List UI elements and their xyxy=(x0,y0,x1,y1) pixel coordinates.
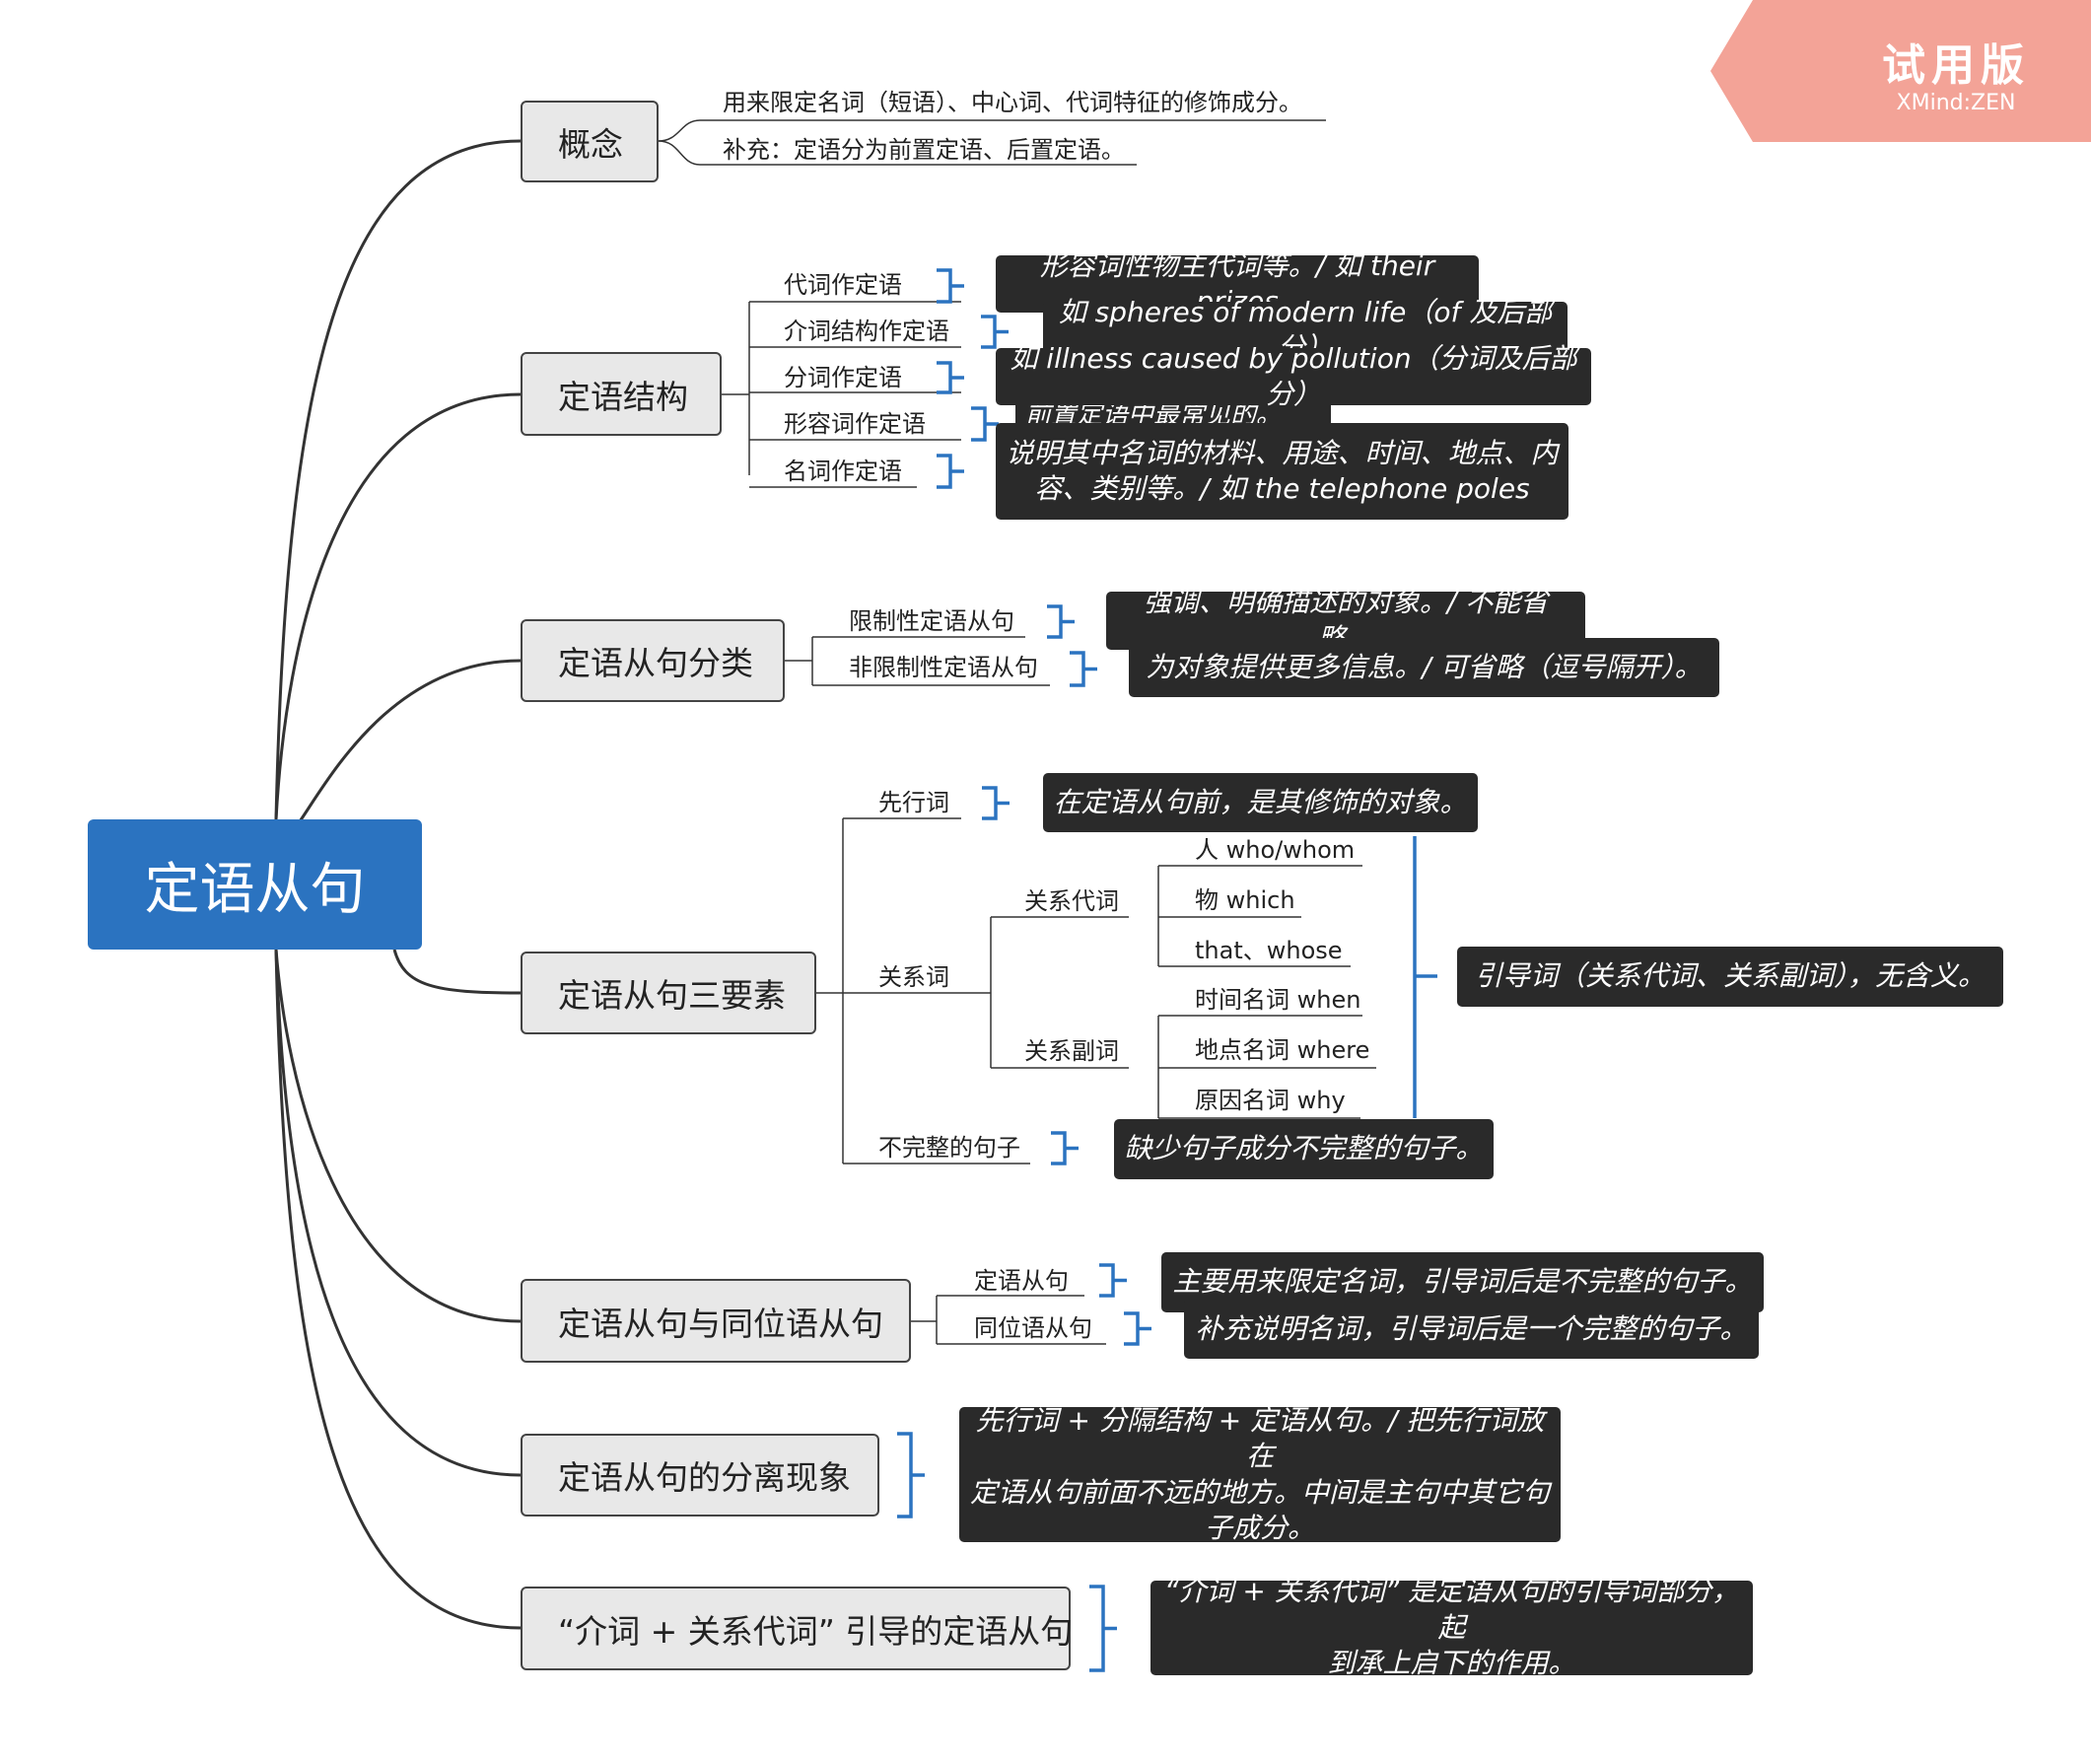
pronoun-which: 物 which xyxy=(1195,886,1295,914)
topic-three-elements[interactable]: 定语从句三要素 xyxy=(521,952,816,1034)
topic-vs-appositive[interactable]: 定语从句与同位语从句 xyxy=(521,1279,911,1363)
compare-attributive[interactable]: 定语从句 xyxy=(974,1267,1069,1295)
brace-incomplete xyxy=(1051,1131,1079,1165)
note-prep-relative-line-2: 到承上启下的作用。 xyxy=(1327,1647,1576,1680)
summary-relative-word: 引导词（关系代词、关系副词），无含义。 xyxy=(1457,947,2003,1007)
relative-pronoun[interactable]: 关系代词 xyxy=(1024,887,1119,915)
adverb-where: 地点名词 where xyxy=(1195,1036,1370,1064)
note-nonrestrictive-line: 为对象提供更多信息。/ 可省略（逗号隔开）。 xyxy=(1146,650,1703,683)
note-separation-line-1: 先行词 + 分隔结构 + 定语从句。/ 把先行词放在 xyxy=(975,1403,1545,1473)
note-prep-relative: “介词 + 关系代词” 是定语从句的引导词部分，起 到承上启下的作用。 xyxy=(1150,1575,1753,1679)
note-separation-line-3: 子成分。 xyxy=(1204,1511,1315,1544)
note-nonrestrictive: 为对象提供更多信息。/ 可省略（逗号隔开）。 xyxy=(1129,638,1719,697)
note-separation-line-2: 定语从句前面不远的地方。中间是主句中其它句 xyxy=(969,1475,1550,1509)
note-participle-line: 如 illness caused by pollution（分词及后部分） xyxy=(1010,341,1577,410)
root-topic[interactable]: 定语从句 xyxy=(88,819,422,950)
concept-supplement: 补充：定语分为前置定语、后置定语。 xyxy=(723,136,1125,164)
brace-separation xyxy=(897,1432,925,1518)
concept-line-1 xyxy=(658,119,1326,142)
relative-adverb[interactable]: 关系副词 xyxy=(1024,1037,1119,1065)
watermark-subtitle: XMind:ZEN xyxy=(1896,91,2016,115)
pronoun-that-whose: that、whose xyxy=(1195,937,1343,964)
branch-line-elements xyxy=(392,949,522,995)
brace-pronoun xyxy=(937,268,964,304)
branch-line-structure xyxy=(274,392,522,820)
brace-compare-attributive xyxy=(1099,1263,1127,1298)
pronoun-who-whom: 人 who/whom xyxy=(1195,836,1356,864)
adverb-why: 原因名词 why xyxy=(1195,1087,1346,1114)
concept-line-2 xyxy=(658,140,1137,166)
branch-line-separation xyxy=(274,949,522,1477)
element-antecedent[interactable]: 先行词 xyxy=(878,789,949,816)
summary-brace-relative xyxy=(1413,836,1437,1118)
note-incomplete-sentence: 缺少句子成分不完整的句子。 xyxy=(1114,1119,1494,1179)
brace-compare-appositive xyxy=(1124,1311,1151,1346)
note-noun-line-1: 说明其中名词的材料、用途、时间、地点、内 xyxy=(1006,436,1559,469)
note-compare-attributive-line: 主要用来限定名词，引导词后是不完整的句子。 xyxy=(1172,1265,1753,1299)
brace-restrictive xyxy=(1047,604,1075,639)
structure-noun[interactable]: 名词作定语 xyxy=(784,458,902,485)
brace-noun xyxy=(937,454,964,489)
note-antecedent: 在定语从句前，是其修饰的对象。 xyxy=(1043,773,1478,832)
concept-definition: 用来限定名词（短语）、中心词、代词特征的修饰成分。 xyxy=(723,89,1302,116)
note-noun-line-2: 容、类别等。/ 如 the telephone poles xyxy=(1034,472,1530,505)
adverb-when: 时间名词 when xyxy=(1195,986,1361,1014)
watermark-title: 试用版 xyxy=(1882,40,2030,91)
branch-line-types xyxy=(274,659,522,840)
note-participle: 如 illness caused by pollution（分词及后部分） xyxy=(996,342,1591,410)
structure-pronoun[interactable]: 代词作定语 xyxy=(784,271,902,299)
element-relative-word[interactable]: 关系词 xyxy=(878,963,949,991)
note-noun: 说明其中名词的材料、用途、时间、地点、内 容、类别等。/ 如 the telep… xyxy=(996,423,1568,520)
watermark-banner xyxy=(1710,0,2091,142)
type-nonrestrictive[interactable]: 非限制性定语从句 xyxy=(849,654,1038,681)
topic-concept[interactable]: 概念 xyxy=(521,101,659,182)
note-compare-appositive-line: 补充说明名词，引导词后是一个完整的句子。 xyxy=(1195,1311,1748,1345)
note-antecedent-line: 在定语从句前，是其修饰的对象。 xyxy=(1053,785,1468,818)
topic-prep-relative[interactable]: “介词 + 关系代词” 引导的定语从句 xyxy=(521,1587,1073,1670)
note-prep-relative-line-1: “介词 + 关系代词” 是定语从句的引导词部分，起 xyxy=(1163,1575,1740,1644)
note-prepositional-line: 如 spheres of modern life（of 及后部分） xyxy=(1058,295,1553,364)
structure-prepositional[interactable]: 介词结构作定语 xyxy=(784,318,949,345)
topic-clause-types[interactable]: 定语从句分类 xyxy=(521,619,785,702)
brace-prepositional xyxy=(981,315,1009,349)
element-incomplete-sentence[interactable]: 不完整的句子 xyxy=(878,1134,1020,1162)
brace-prep-relative xyxy=(1089,1585,1117,1672)
topic-attribute-structure[interactable]: 定语结构 xyxy=(521,352,722,436)
summary-relative-word-line: 引导词（关系代词、关系副词），无含义。 xyxy=(1474,959,1986,993)
compare-appositive[interactable]: 同位语从句 xyxy=(974,1314,1092,1342)
brace-adjective xyxy=(971,406,999,442)
brace-participle xyxy=(937,361,964,394)
branch-line-compare xyxy=(274,949,522,1323)
brace-nonrestrictive xyxy=(1070,651,1097,687)
note-separation: 先行词 + 分隔结构 + 定语从句。/ 把先行词放在 定语从句前面不远的地方。中… xyxy=(959,1404,1561,1544)
branch-line-concept xyxy=(274,139,522,820)
brace-antecedent xyxy=(982,786,1010,820)
topic-separation[interactable]: 定语从句的分离现象 xyxy=(521,1434,879,1517)
note-compare-appositive: 补充说明名词，引导词后是一个完整的句子。 xyxy=(1184,1300,1759,1359)
note-incomplete-sentence-line: 缺少句子成分不完整的句子。 xyxy=(1124,1132,1484,1165)
structure-participle[interactable]: 分词作定语 xyxy=(784,364,902,391)
structure-adjective[interactable]: 形容词作定语 xyxy=(784,410,926,438)
branch-line-prep xyxy=(274,949,522,1630)
type-restrictive[interactable]: 限制性定语从句 xyxy=(849,607,1014,635)
